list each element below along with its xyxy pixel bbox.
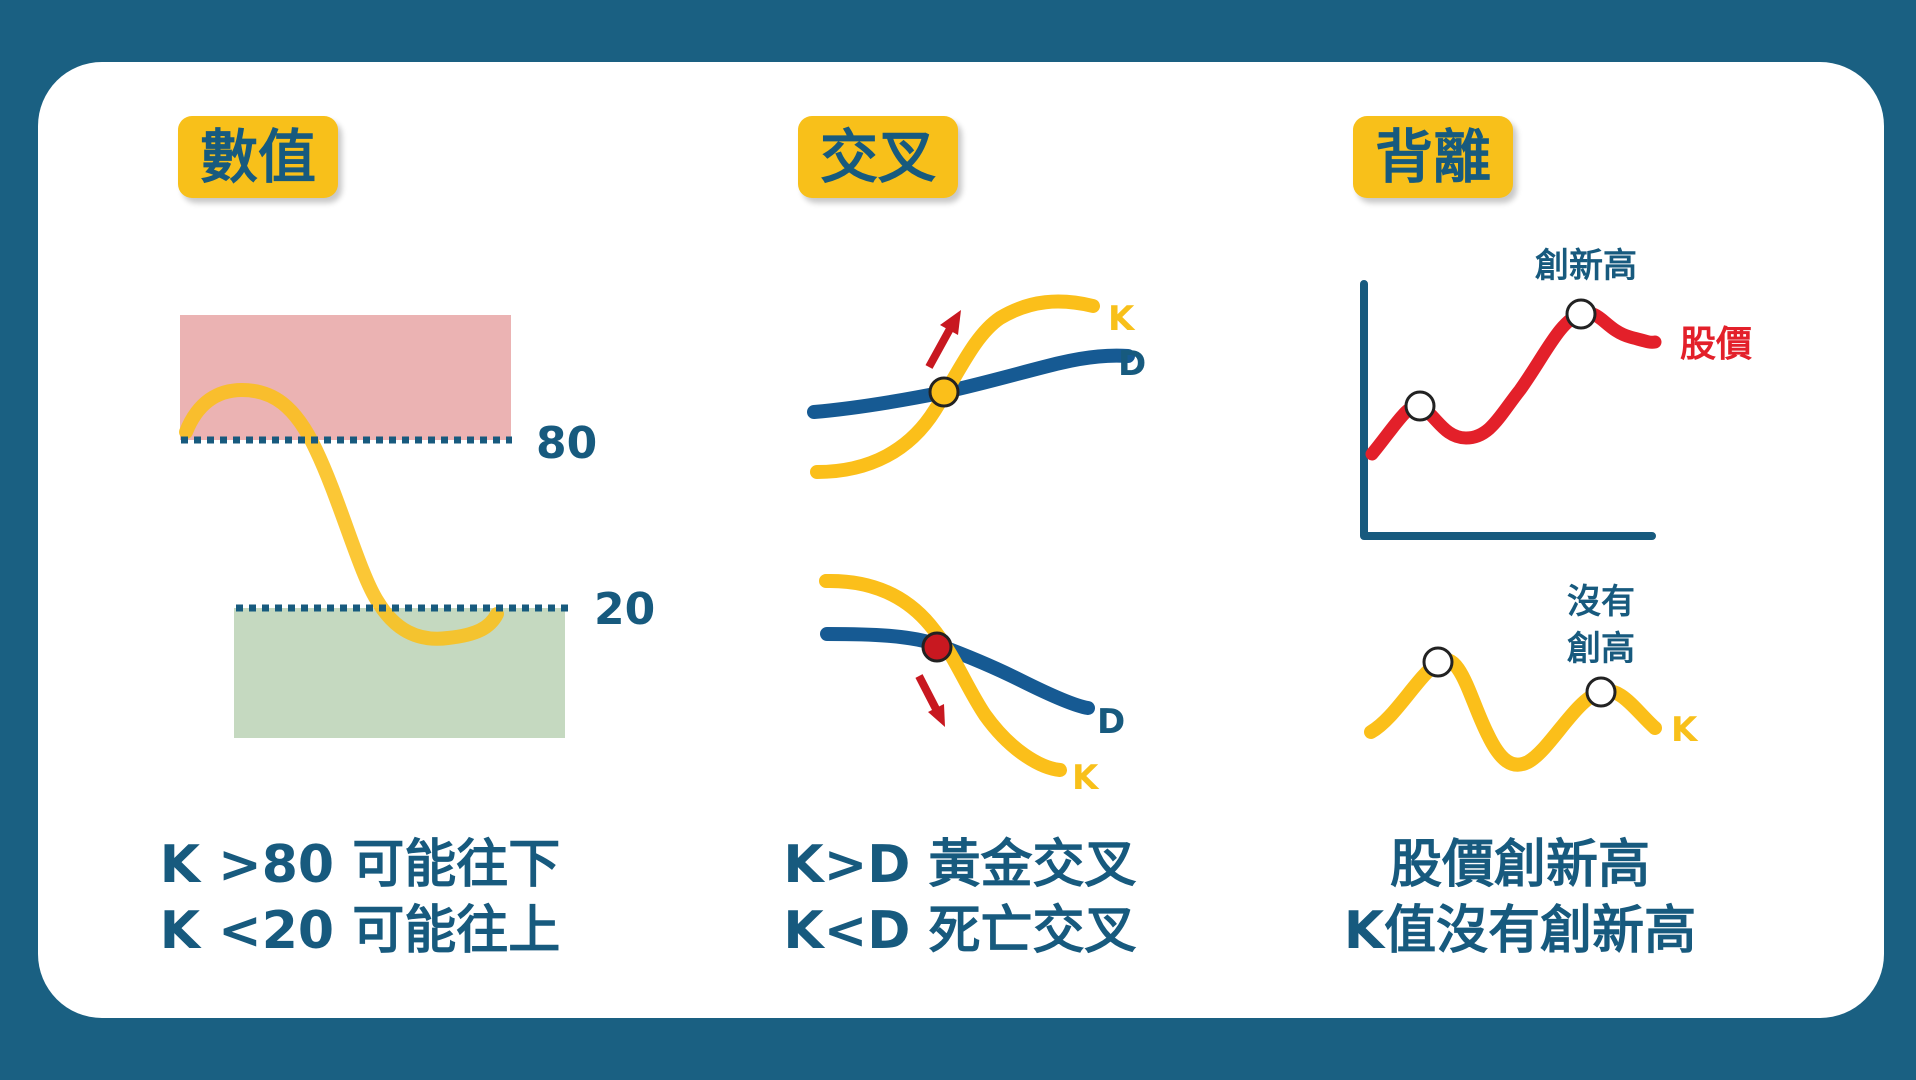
price-low-peak-marker — [1404, 390, 1436, 422]
title-divergence-tag: 背離 — [1353, 116, 1514, 198]
golden-d-label: D — [1118, 344, 1146, 384]
death-arrow-icon — [915, 674, 945, 727]
d-line-death — [820, 627, 1095, 715]
label-80: 80 — [536, 418, 597, 469]
golden-arrow-icon — [925, 310, 961, 369]
golden-cross-point — [928, 376, 960, 408]
label-20: 20 — [594, 584, 655, 635]
caption-value-line2: K <20 可能往上 — [159, 901, 561, 961]
no-new-high-label-line2: 創高 — [1567, 629, 1635, 669]
caption-cross-line2: K<D 死亡交叉 — [783, 901, 1137, 961]
d-line-golden — [807, 348, 1135, 419]
price-chart-axes — [1360, 280, 1656, 540]
death-cross-point — [921, 631, 953, 663]
overbought-zone — [180, 315, 511, 440]
new-high-label: 創新高 — [1535, 246, 1637, 286]
divergence-k-label: K — [1671, 710, 1699, 750]
golden-k-label: K — [1108, 299, 1136, 339]
price-line — [1365, 306, 1662, 461]
price-new-high-marker — [1565, 298, 1597, 330]
k-line-death — [819, 573, 1067, 777]
death-k-label: K — [1072, 758, 1100, 798]
k-line-divergence — [1364, 652, 1662, 772]
title-divergence: 背離 — [1375, 123, 1492, 191]
caption-divergence-line2: K值沒有創新高 — [1343, 901, 1697, 961]
k-line-value — [179, 382, 504, 646]
k-lower-high-marker — [1585, 676, 1617, 708]
caption-divergence: 股價創新高 K值沒有創新高 — [1320, 832, 1720, 964]
title-cross: 交叉 — [820, 123, 937, 191]
caption-value-line1: K >80 可能往下 — [159, 835, 561, 895]
caption-value: K >80 可能往下 K <20 可能往上 — [140, 832, 580, 964]
caption-cross-line1: K>D 黃金交叉 — [783, 835, 1137, 895]
title-cross-tag: 交叉 — [798, 116, 959, 198]
k-high-marker — [1422, 646, 1454, 678]
caption-divergence-line1: 股價創新高 — [1389, 835, 1650, 895]
caption-cross: K>D 黃金交叉 K<D 死亡交叉 — [760, 832, 1160, 964]
title-value: 數值 — [200, 123, 317, 191]
title-value-tag: 數值 — [178, 116, 339, 198]
no-new-high-label-line1: 沒有 — [1567, 582, 1635, 622]
price-label: 股價 — [1680, 324, 1752, 365]
k-line-golden — [810, 294, 1100, 479]
death-d-label: D — [1097, 702, 1125, 742]
